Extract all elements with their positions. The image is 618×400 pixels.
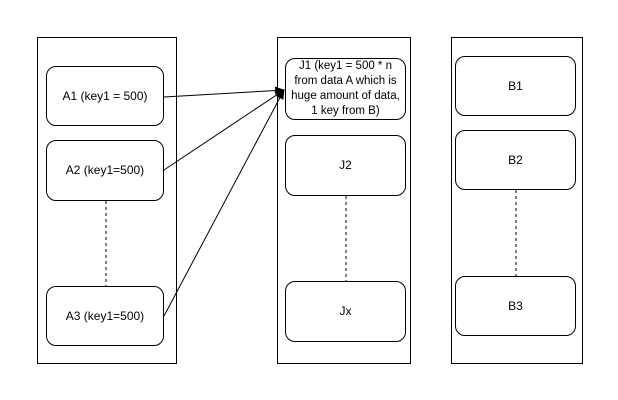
edge-a1-j1: [163, 86, 285, 98]
node-j1-label: J1 (key1 = 500 * n from data A which is …: [291, 60, 400, 117]
node-b3-label: B3: [508, 298, 523, 313]
node-a2-label: A2 (key1=500): [65, 163, 145, 177]
edge-a2-j1: [163, 89, 285, 171]
node-a3[interactable]: A3 (key1=500): [46, 286, 164, 346]
node-a2[interactable]: A2 (key1=500): [46, 140, 164, 201]
node-b1-label: B1: [508, 78, 523, 93]
node-b2-label: B2: [508, 152, 523, 167]
node-j1[interactable]: J1 (key1 = 500 * n from data A which is …: [285, 58, 406, 120]
node-b3[interactable]: B3: [455, 276, 576, 336]
node-j2-label: J2: [339, 158, 352, 172]
edge-a3-j1: [163, 89, 285, 317]
node-a1-label: A1 (key1 = 500): [62, 88, 148, 103]
node-j2[interactable]: J2: [285, 135, 406, 196]
node-a1[interactable]: A1 (key1 = 500): [46, 66, 164, 126]
node-b1[interactable]: B1: [455, 56, 576, 116]
node-b2[interactable]: B2: [455, 130, 576, 190]
node-jx-label: Jx: [339, 304, 352, 318]
node-a3-label: A3 (key1=500): [65, 308, 145, 323]
node-jx[interactable]: Jx: [285, 281, 406, 342]
